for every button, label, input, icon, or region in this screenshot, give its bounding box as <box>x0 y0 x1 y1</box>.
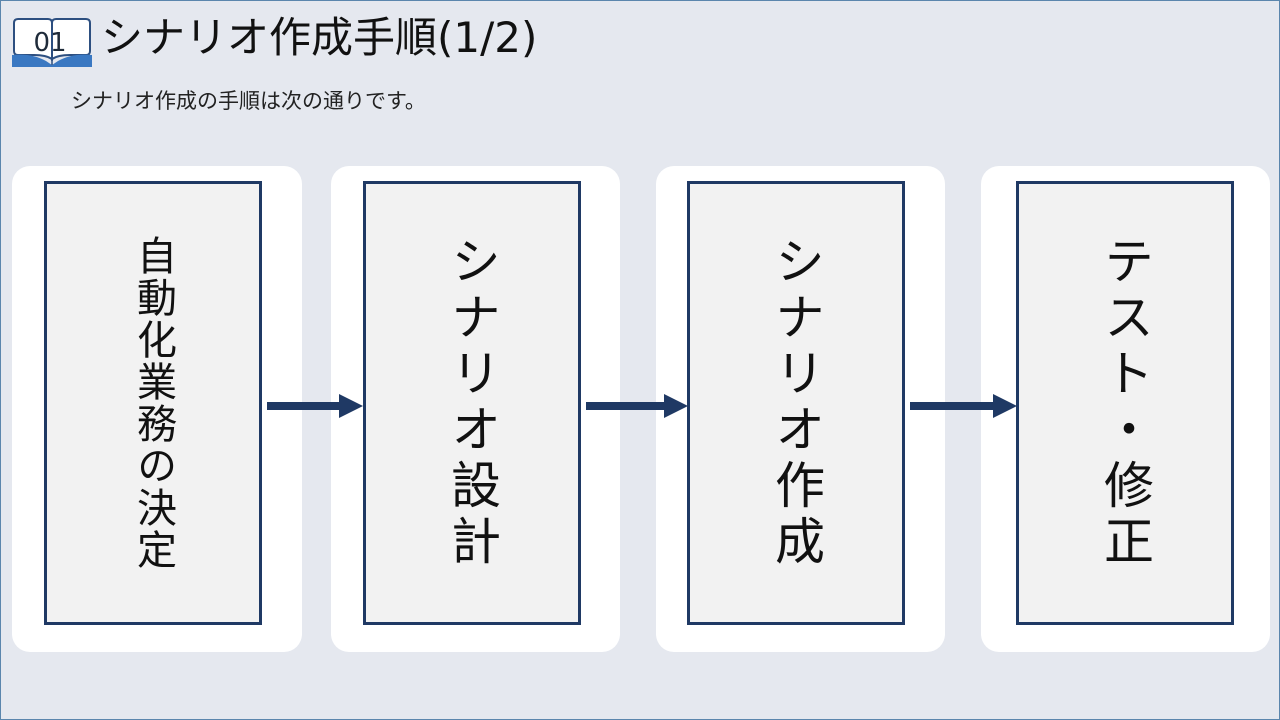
arrow-right-icon <box>586 394 688 418</box>
page-title: シナリオ作成手順(1/2) <box>101 13 538 62</box>
arrow-right-icon <box>910 394 1017 418</box>
open-book-icon <box>12 18 92 67</box>
step-label-1: 自動化業務の決定 <box>130 235 176 571</box>
arrow-right-icon <box>267 394 363 418</box>
page-subtitle: シナリオ作成の手順は次の通りです。 <box>71 89 426 113</box>
step-box-4: テスト・修正 <box>1016 181 1234 625</box>
step-box-1: 自動化業務の決定 <box>44 181 262 625</box>
step-box-2: シナリオ設計 <box>363 181 581 625</box>
step-label-2: シナリオ設計 <box>443 235 501 571</box>
step-label-3: シナリオ作成 <box>767 235 825 571</box>
section-number: 01 <box>33 28 67 58</box>
step-label-4: テスト・修正 <box>1096 235 1154 571</box>
section-badge: 01 <box>10 13 94 69</box>
step-box-3: シナリオ作成 <box>687 181 905 625</box>
